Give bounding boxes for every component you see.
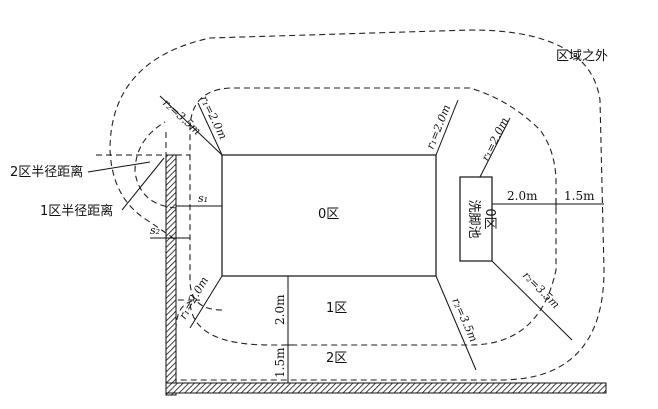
pool-zone0 [221,154,437,277]
bottom-wall [165,382,607,394]
leader-zone1-radius [121,157,165,211]
r1-pool-line [479,117,511,178]
r1-tl-text: r₁=2.0m [197,94,229,142]
dist-2m-bottom-text: 2.0m [273,294,287,325]
leader-zone2-radius [87,161,151,173]
dist-15m-bottom-text: 1.5m [273,347,287,378]
r1-tr-text: r₁=2.0m [424,103,454,151]
r1-pool-text: r₁=2.0m [479,116,511,164]
r2-bc-text: r₂=3.5m [449,296,480,344]
zone2-radius-label: 2区半径距离 [10,164,83,180]
zone1-label: 1区 [326,301,347,316]
r2-br-line [491,260,573,341]
s2-text: s₂ [150,224,160,237]
s1-text: s₁ [198,192,208,205]
zone1-radius-arc [134,121,177,209]
zone0-label: 0区 [318,207,339,222]
r1-bl-text: r₁=2.0m [176,274,211,321]
r2-br-text: r₂=3.5m [520,269,562,311]
foot-pool-zone-label: 0区 [482,208,497,229]
dist-15m-right-text: 1.5m [564,189,595,203]
foot-pool [459,176,493,262]
zone2-label: 2区 [326,351,347,366]
zone1-radius-label: 1区半径距离 [40,203,113,219]
outside-label: 区域之外 [556,49,608,64]
dist-2m-right-text: 2.0m [507,189,538,203]
r1-tr-line [435,99,459,156]
r2-tl-text: r₂=3.5m [160,97,203,138]
r1-tl-line [197,102,223,156]
foot-pool-label: 洗脚池 [466,199,482,238]
r1-bl-line [189,275,223,329]
left-wall [165,154,177,396]
zone1-boundary [175,87,557,346]
zone2-boundary [109,29,605,381]
r2-bc-line [435,275,477,371]
r2-tl-line [159,95,223,156]
